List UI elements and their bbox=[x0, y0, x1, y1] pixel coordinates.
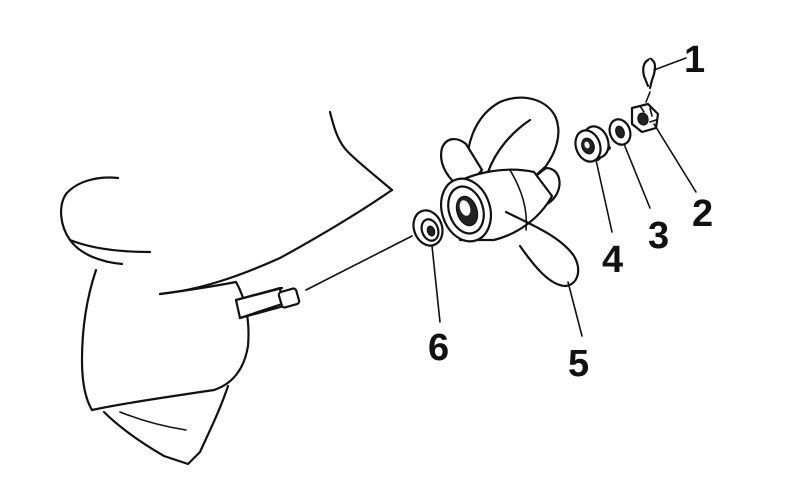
callout-6: 6 bbox=[428, 327, 449, 369]
callout-3: 3 bbox=[648, 215, 669, 257]
callout-2: 2 bbox=[692, 193, 713, 235]
shaft-center-line bbox=[305, 235, 413, 291]
propeller bbox=[440, 96, 580, 288]
spacer bbox=[574, 125, 612, 163]
lower-unit-gearcase bbox=[30, 110, 394, 466]
leader-lines bbox=[431, 57, 697, 337]
callout-4: 4 bbox=[602, 239, 623, 281]
washer bbox=[608, 118, 632, 146]
thrust-washer bbox=[412, 209, 444, 247]
castle-nut bbox=[630, 102, 660, 134]
cotter-pin bbox=[642, 57, 657, 90]
callout-5: 5 bbox=[568, 343, 589, 385]
pin-axis-line bbox=[645, 91, 651, 103]
callout-1: 1 bbox=[684, 39, 705, 81]
propeller-shaft bbox=[277, 287, 301, 309]
